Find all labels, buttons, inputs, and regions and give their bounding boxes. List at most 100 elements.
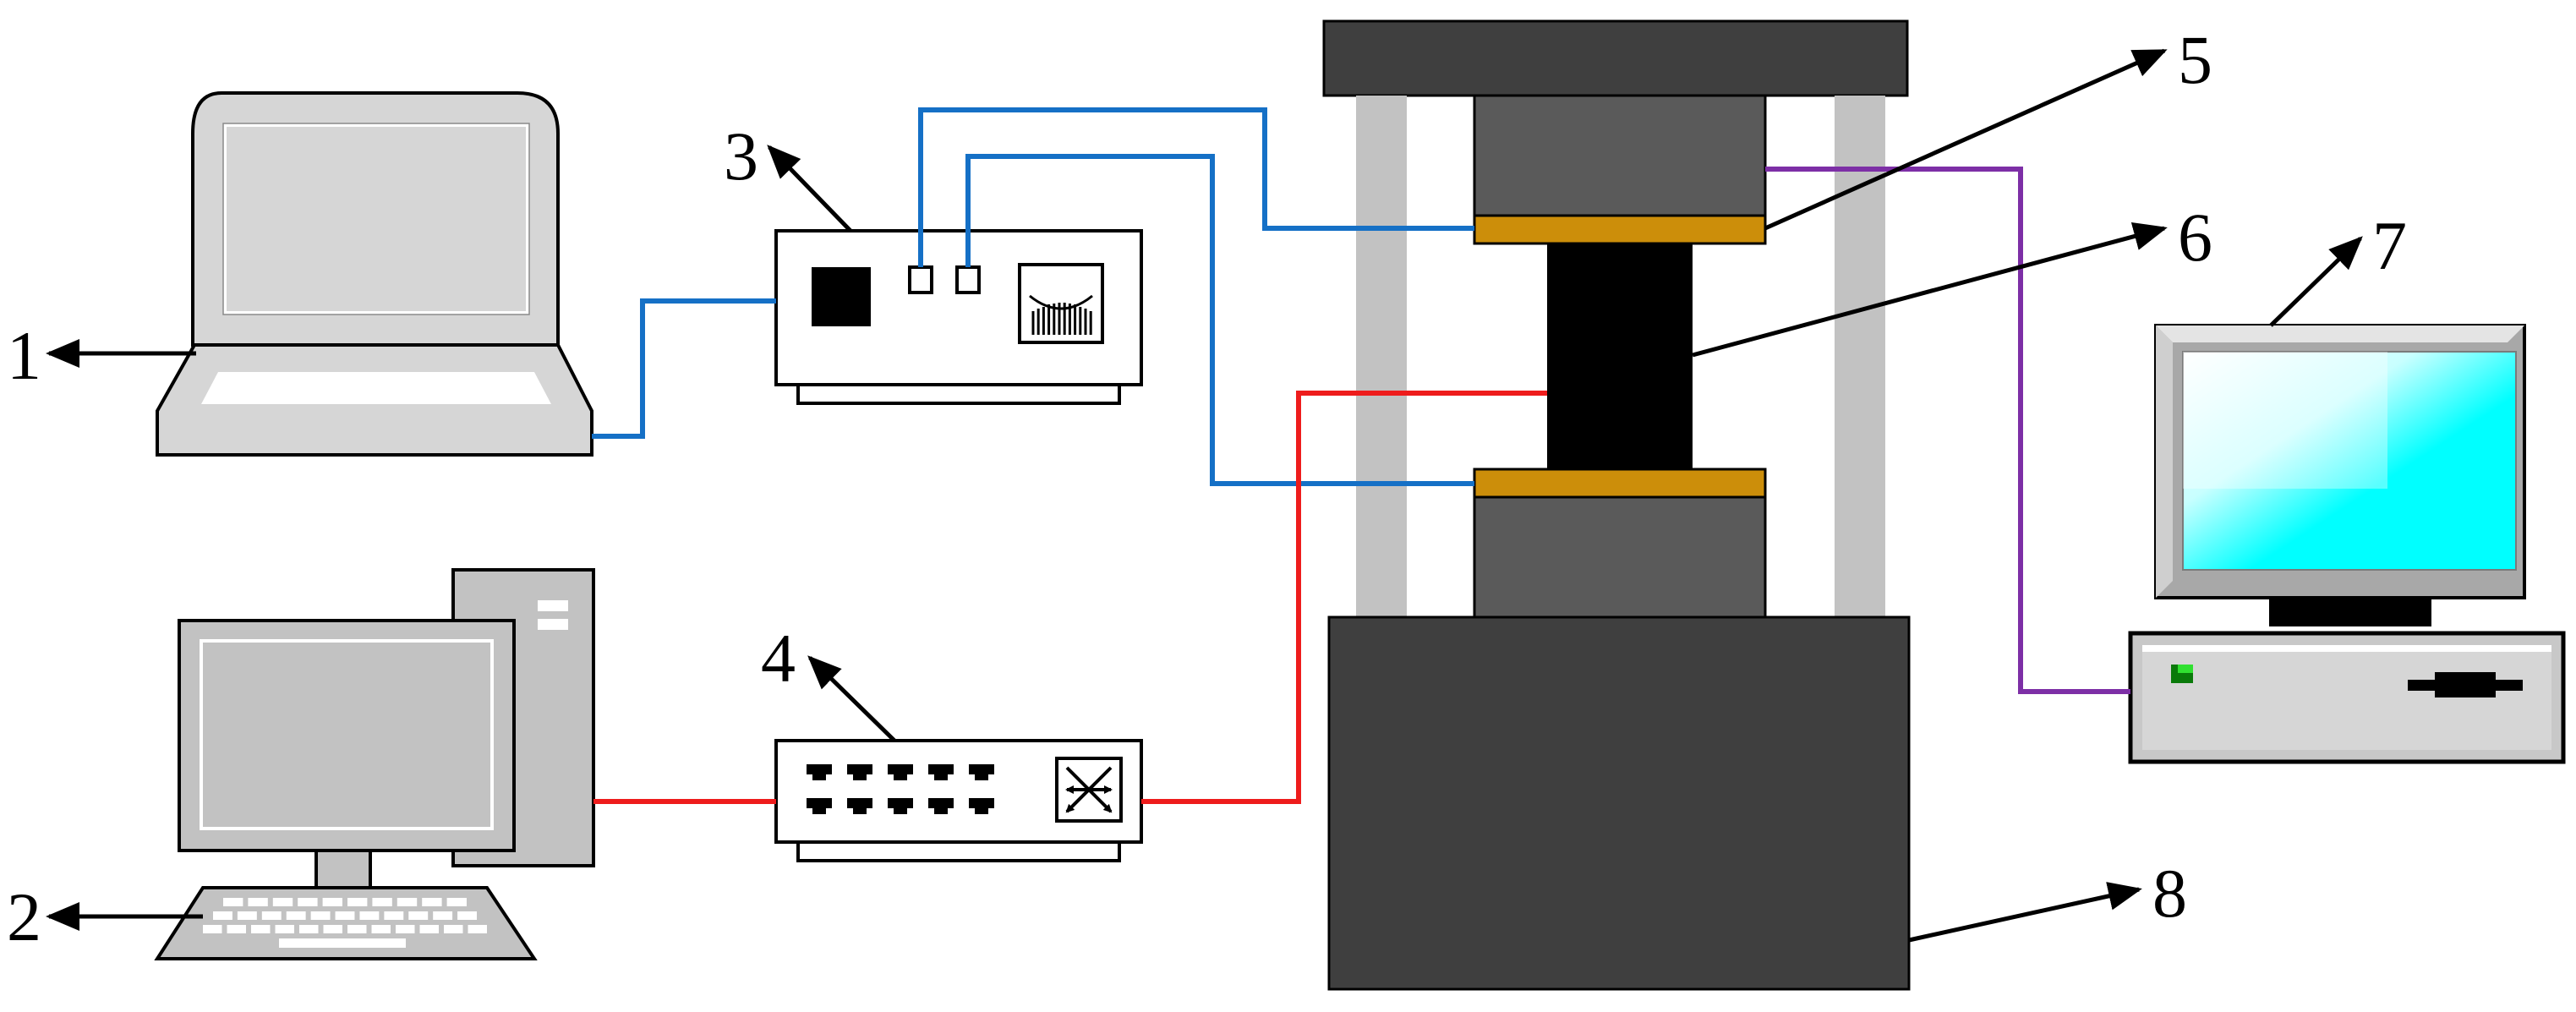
keyboard-spacebar [279, 938, 406, 948]
network-switch-icon [774, 739, 1143, 862]
acquisition-connector-pins [1031, 303, 1092, 335]
purple-cable-control [1765, 167, 2130, 694]
keyboard-key [384, 911, 404, 920]
ethernet-port [807, 764, 832, 780]
keyboard-key [422, 898, 442, 906]
label-control-computer: 7 [2372, 207, 2407, 284]
label-sensor-plate: 5 [2178, 21, 2212, 98]
control-monitor-screen [2182, 351, 2517, 571]
switch-arrows-icon [1065, 766, 1113, 813]
label-loading-frame: 8 [2152, 855, 2187, 932]
desktop-keyboard [154, 886, 538, 960]
tower-drive-2 [538, 619, 568, 630]
keyboard-keys [203, 898, 487, 933]
acquisition-box-stand [796, 383, 1121, 405]
blue-cable-upper-sensor [918, 107, 1474, 267]
rock-specimen [1547, 243, 1693, 469]
ethernet-port [969, 798, 994, 814]
keyboard-key [261, 911, 282, 920]
keyboard-key [457, 911, 477, 920]
keyboard-key [371, 925, 391, 933]
keyboard-key [444, 925, 463, 933]
frame-column-left [1356, 96, 1407, 617]
label-network-switch: 4 [761, 620, 796, 697]
keyboard-key [433, 911, 453, 920]
ethernet-port [807, 798, 832, 814]
desktop-monitor-screen [200, 639, 494, 830]
keyboard-key [227, 925, 246, 933]
keyboard-key [286, 911, 306, 920]
arrow-7 [2269, 236, 2363, 327]
laptop-keyboard [201, 372, 551, 404]
label-rock-specimen: 6 [2178, 199, 2212, 276]
frame-column-right [1835, 96, 1885, 617]
switch-stand [796, 840, 1121, 862]
keyboard-key [323, 925, 342, 933]
control-monitor-neck [2269, 598, 2431, 626]
lower-sensor-plate [1473, 468, 1767, 499]
keyboard-key [298, 898, 318, 906]
keyboard-key [347, 898, 368, 906]
switch-ports [807, 764, 994, 814]
cables [592, 107, 2130, 804]
ethernet-port [847, 798, 872, 814]
leader-arrows [46, 48, 2363, 943]
frame-base [1327, 615, 1911, 991]
ethernet-port [928, 764, 954, 780]
laptop-screen-border [222, 123, 530, 315]
keyboard-key [397, 898, 418, 906]
acquisition-connector-arc [1029, 294, 1093, 310]
acquisition-port-2 [955, 265, 981, 294]
label-desktop-computer: 2 [7, 878, 41, 955]
tower-drive-1 [538, 600, 568, 611]
ethernet-port [928, 798, 954, 814]
keyboard-key [310, 911, 331, 920]
keyboard-key [213, 911, 232, 920]
ethernet-port [888, 798, 913, 814]
label-acquisition-unit: 3 [724, 118, 758, 194]
keyboard-key [299, 925, 319, 933]
red-cable-frame [1141, 391, 1547, 804]
keyboard-key [203, 925, 222, 933]
power-led-highlight [2178, 665, 2193, 673]
ethernet-port [847, 764, 872, 780]
arrow-3 [767, 145, 852, 232]
keyboard-key [419, 925, 439, 933]
control-computer-icon [2128, 324, 2566, 764]
keyboard-key [359, 911, 380, 920]
keyboard-key [223, 898, 243, 906]
arrow-6 [1692, 222, 2168, 358]
control-monitor-bevel-left [2156, 325, 2173, 598]
desktop-monitor-neck [314, 849, 372, 889]
screen-highlight [2183, 352, 2387, 489]
ethernet-port [969, 764, 994, 780]
lower-platen [1473, 495, 1767, 619]
keyboard-key [347, 925, 367, 933]
ethernet-port [888, 764, 913, 780]
frame-crosshead [1322, 19, 1909, 97]
arrow-4 [807, 655, 896, 742]
keyboard-key [468, 925, 487, 933]
number-labels: 1 2 3 4 5 6 7 8 [7, 21, 2407, 955]
keyboard-key [335, 911, 355, 920]
keyboard-key [396, 925, 415, 933]
control-monitor-bevel-top [2156, 325, 2524, 342]
desktop-computer-icon [154, 568, 595, 960]
acquisition-port-1 [908, 265, 933, 294]
keyboard-key [275, 925, 294, 933]
keyboard-key [322, 898, 342, 906]
acquisition-box-display [812, 267, 871, 326]
arrow-5 [1764, 48, 2168, 231]
laptop-screen [223, 123, 529, 315]
blue-cable-laptop [592, 298, 776, 439]
upper-platen [1473, 94, 1767, 217]
keyboard-key [237, 911, 257, 920]
acquisition-box-icon [774, 229, 1143, 405]
upper-sensor-plate [1473, 214, 1767, 245]
keyboard-key [372, 898, 392, 906]
keyboard-key [446, 898, 467, 906]
test-machine-icon [1322, 19, 1911, 991]
keyboard-key [272, 898, 293, 906]
